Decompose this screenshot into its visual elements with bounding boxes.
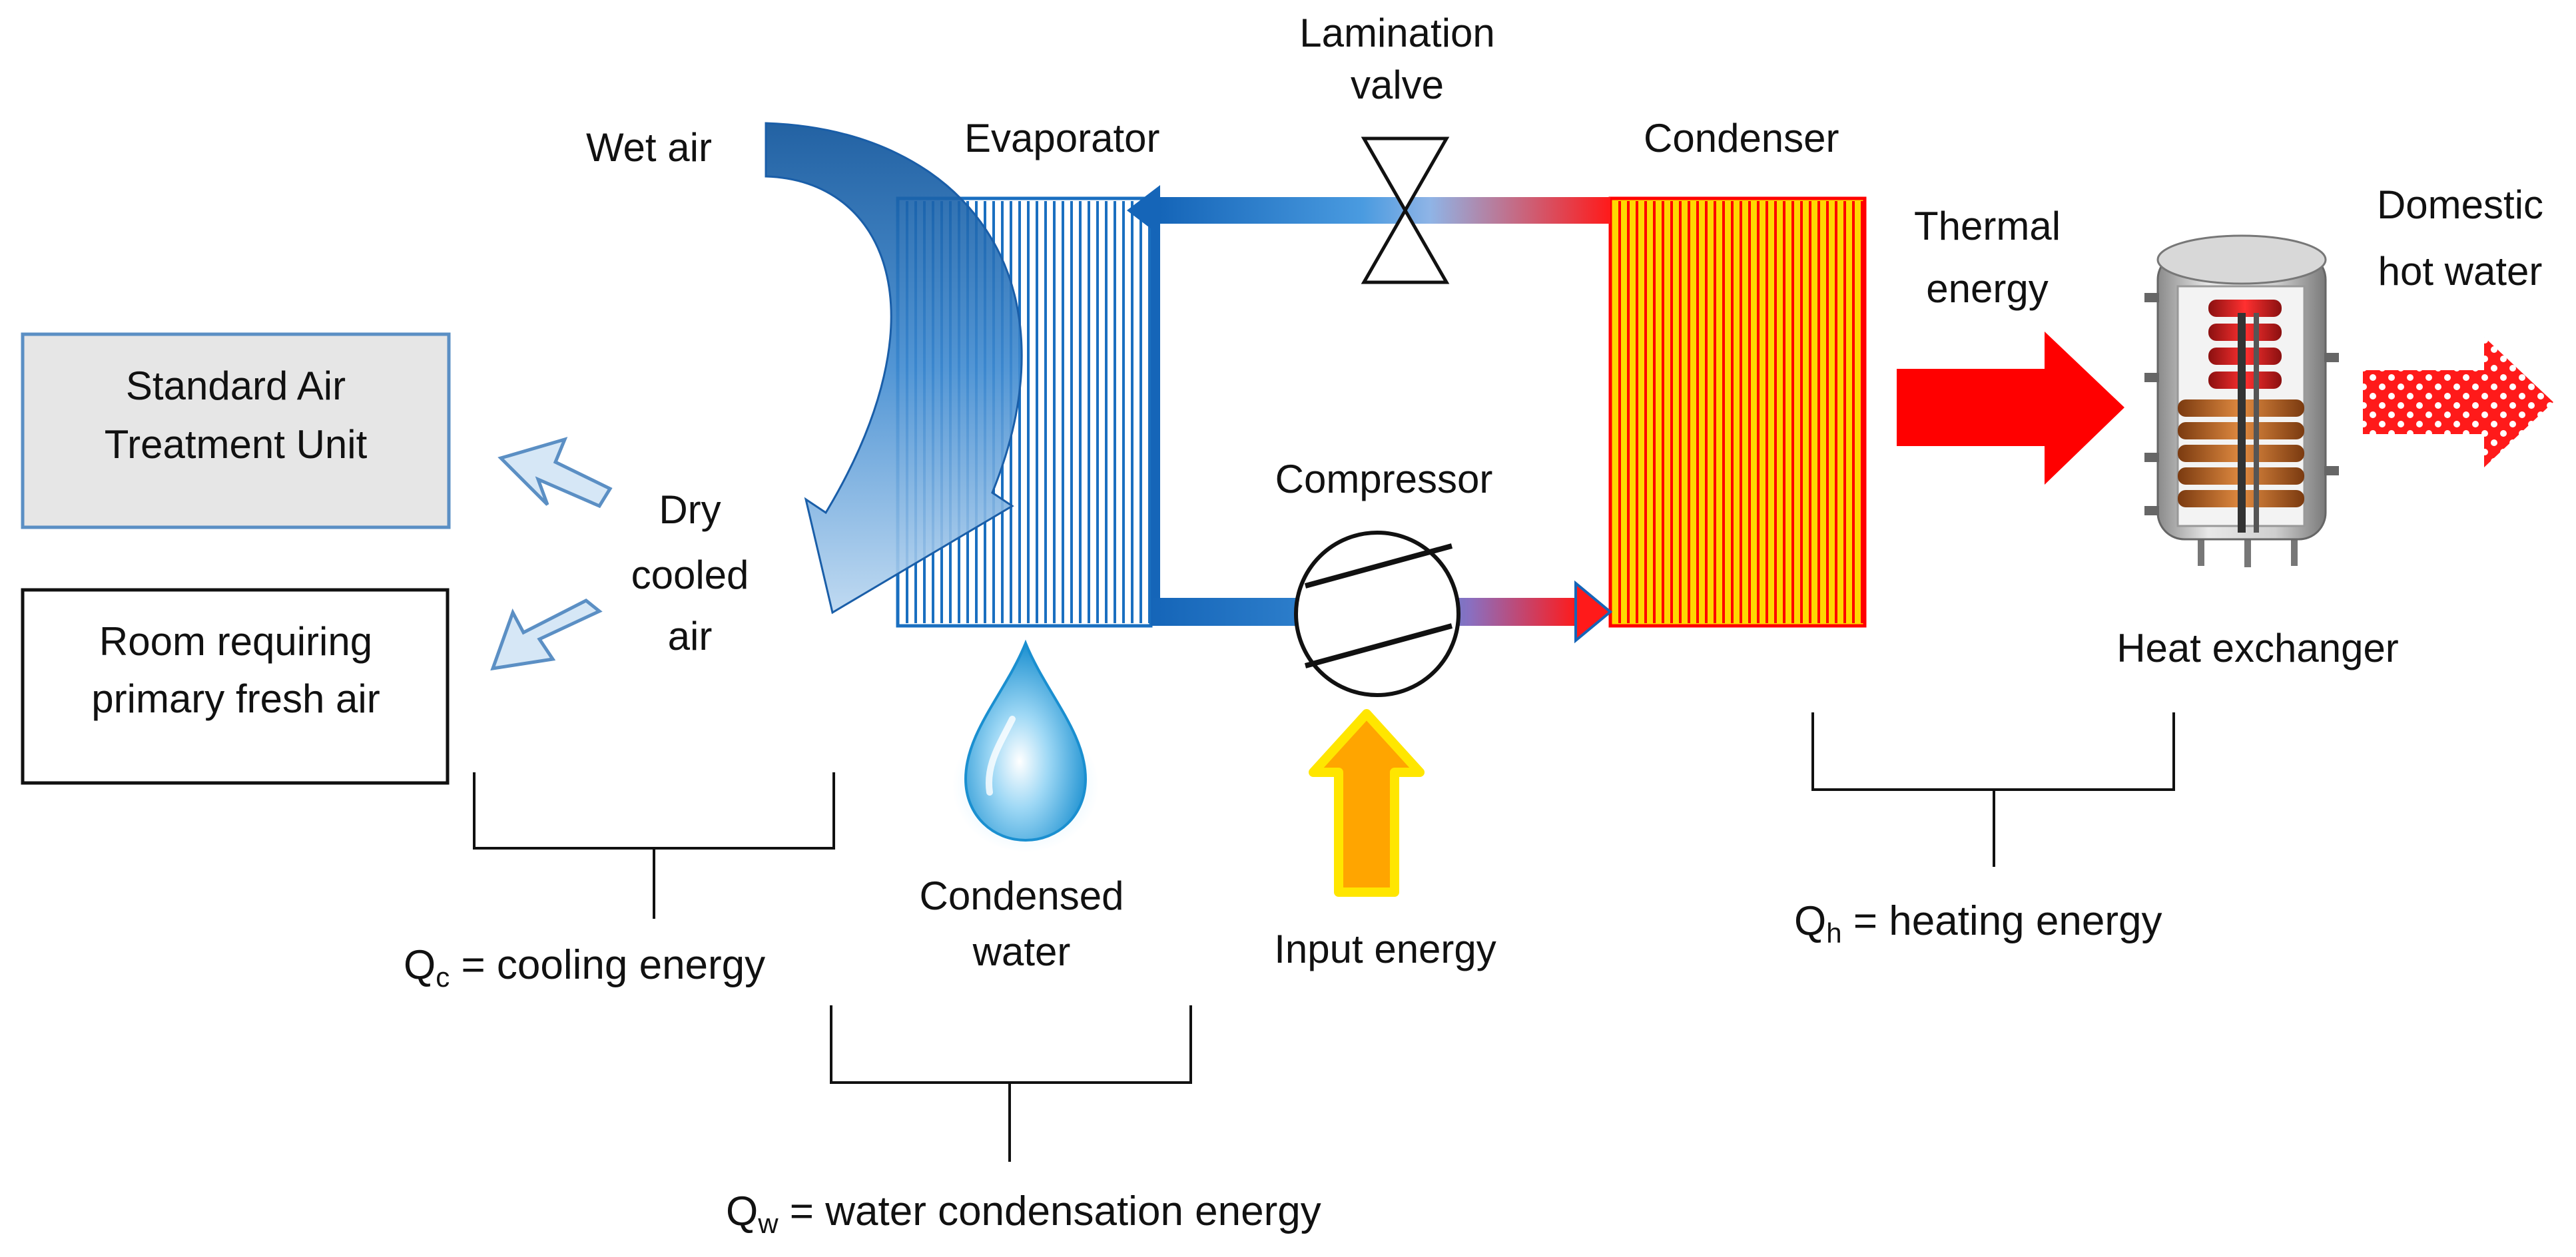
- compressor-icon: [1294, 531, 1460, 697]
- standard-air-unit-label-2: Treatment Unit: [105, 422, 368, 467]
- heat-exchanger-tank-icon: [2144, 234, 2339, 567]
- thermal-energy-label-1: Thermal: [1914, 204, 2061, 248]
- standard-air-unit-label-1: Standard Air: [126, 364, 346, 408]
- condenser-label: Condenser: [1644, 116, 1839, 160]
- heating-energy-equation: Qh = heating energy: [1794, 898, 2162, 949]
- hot-water-arrow: [2363, 337, 2553, 467]
- dry-air-arrow-to-room: [490, 599, 603, 671]
- domestic-hot-water-label-2: hot water: [2378, 249, 2543, 294]
- brace-heating: [1811, 712, 2175, 867]
- pipe-evaporator-vertical: [1151, 198, 1160, 626]
- thermal-energy-arrow: [1897, 332, 2124, 485]
- lamination-valve-label-1: Lamination: [1299, 11, 1495, 55]
- lamination-valve-icon: [1361, 136, 1450, 284]
- input-energy-arrow: [1309, 709, 1425, 897]
- heat-exchanger-label: Heat exchanger: [2116, 626, 2399, 670]
- dry-air-arrow-to-unit: [497, 437, 613, 509]
- condensed-water-label-1: Condensed: [920, 874, 1124, 918]
- water-condensation-energy-equation: Qw = water condensation energy: [726, 1188, 1321, 1239]
- condenser-coil: [1608, 196, 1867, 628]
- evaporator-label: Evaporator: [964, 116, 1160, 160]
- condensed-water-label-2: water: [972, 929, 1071, 974]
- pipe-top-line: [1160, 197, 1610, 224]
- input-energy-label: Input energy: [1274, 927, 1496, 971]
- cooling-energy-equation: Qc = cooling energy: [404, 942, 765, 993]
- compressor-label: Compressor: [1275, 457, 1493, 501]
- room-label-2: primary fresh air: [91, 676, 380, 721]
- dry-cooled-air-label-3: air: [668, 614, 713, 658]
- water-drop-icon: [952, 639, 1099, 852]
- room-label-1: Room requiring: [99, 619, 372, 664]
- standard-air-unit-box: [21, 332, 451, 529]
- wet-air-arrow: [765, 122, 1023, 615]
- wet-air-label: Wet air: [586, 125, 712, 170]
- pipe-top-arrowhead: [1127, 185, 1160, 236]
- thermal-energy-label-2: energy: [1926, 266, 2048, 311]
- lamination-valve-label-2: valve: [1351, 63, 1444, 107]
- dry-cooled-air-label-1: Dry: [659, 487, 721, 532]
- room-box: [21, 588, 450, 785]
- pipe-bottom-arrowhead: [1574, 580, 1613, 644]
- dry-cooled-air-label-2: cooled: [631, 553, 749, 597]
- brace-water: [830, 1005, 1192, 1162]
- domestic-hot-water-label-1: Domestic: [2377, 182, 2543, 227]
- brace-cooling: [473, 772, 835, 919]
